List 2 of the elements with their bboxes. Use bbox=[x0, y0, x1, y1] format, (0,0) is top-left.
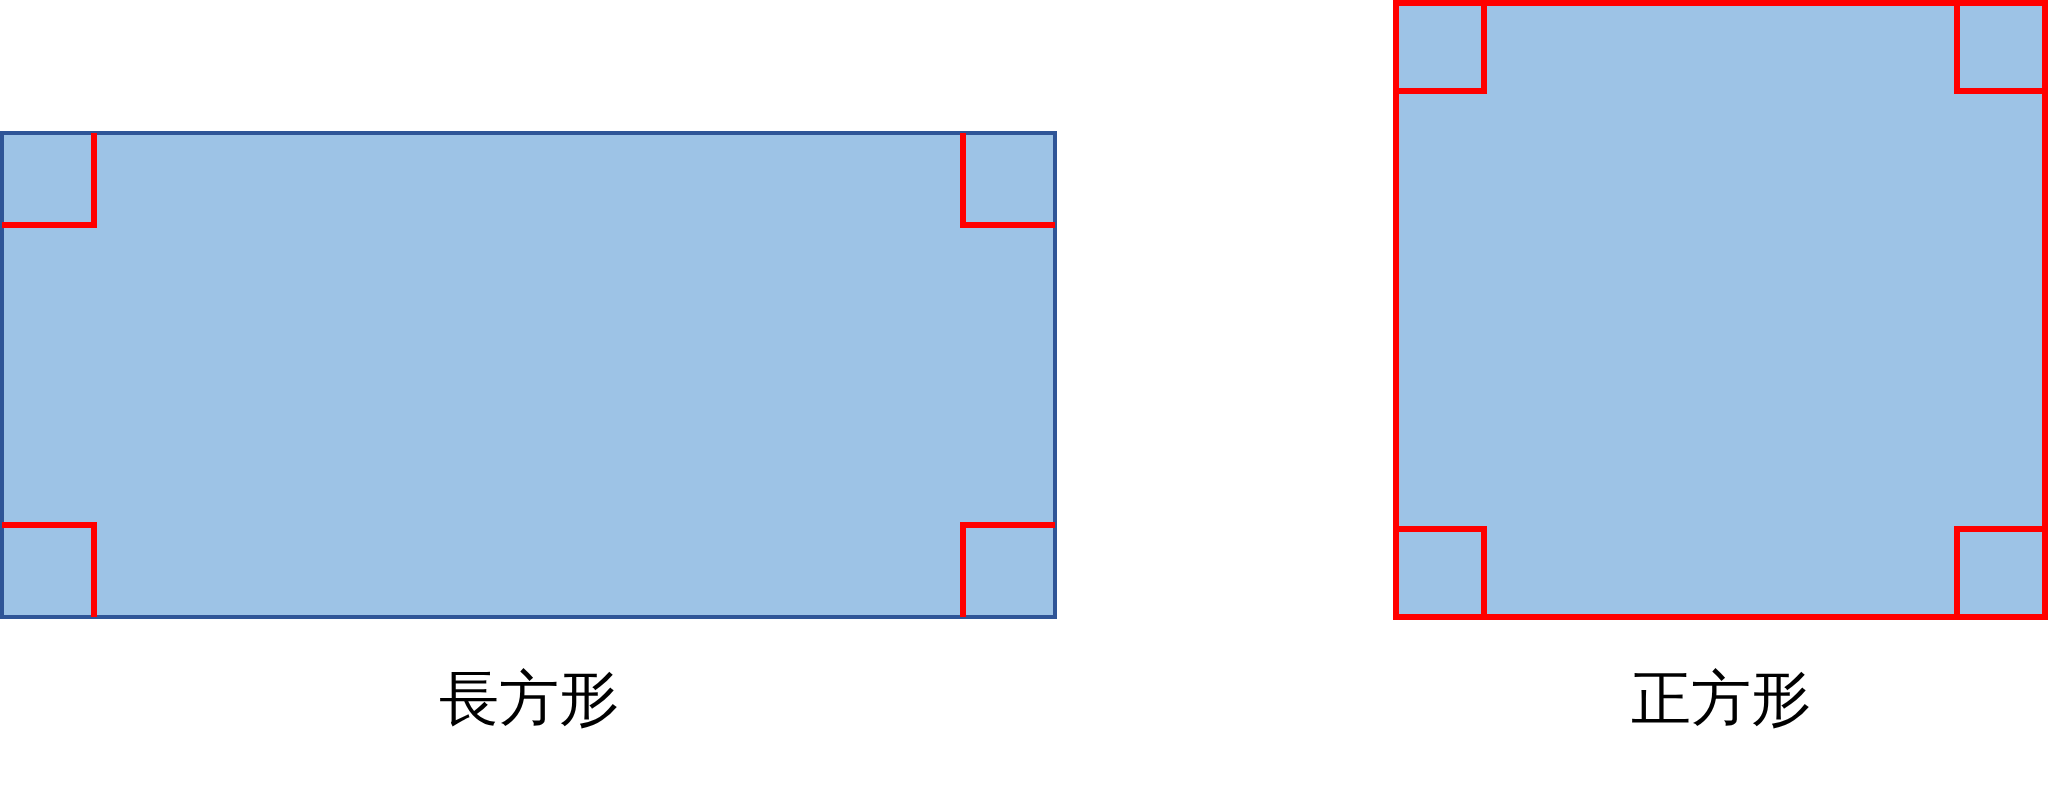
shape-label: 長方形 bbox=[438, 663, 619, 733]
shape-label: 正方形 bbox=[1630, 663, 1811, 733]
